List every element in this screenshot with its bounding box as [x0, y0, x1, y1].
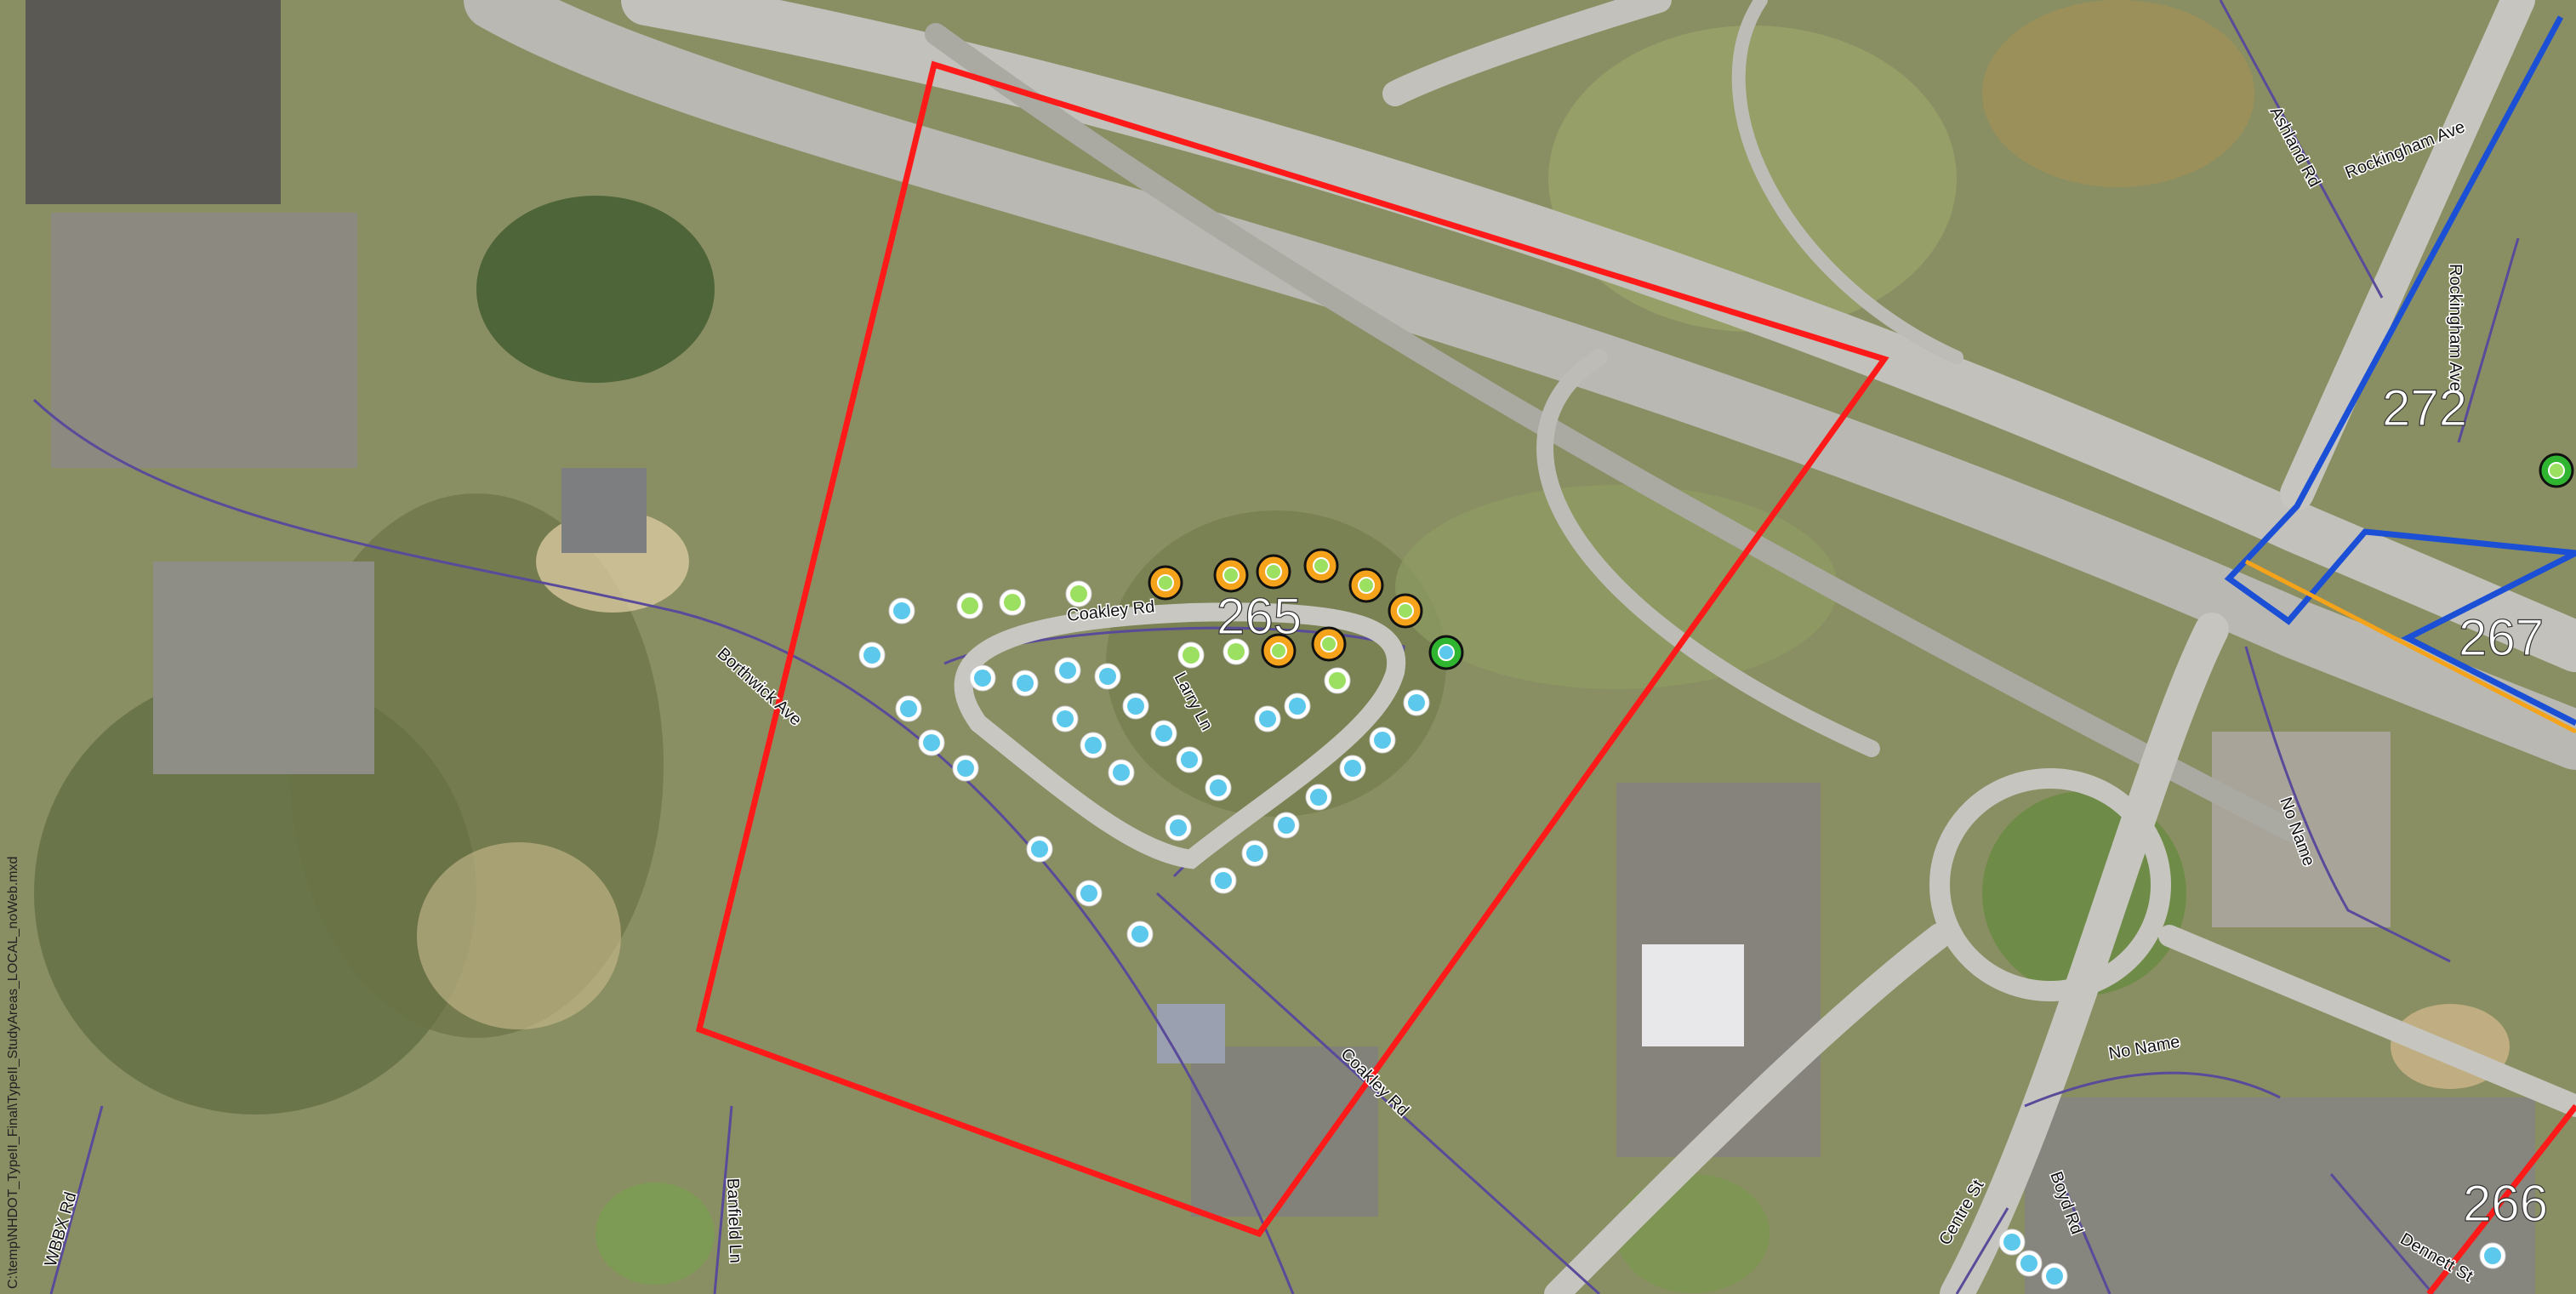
receptor-marker	[1241, 840, 1268, 867]
receptor-marker-ringed	[1428, 635, 1464, 670]
receptor-marker-exceeding	[1311, 626, 1347, 662]
receptor-marker	[1051, 705, 1079, 733]
receptor-marker	[1369, 727, 1396, 754]
receptor-marker	[1222, 638, 1250, 665]
receptor-marker	[1254, 705, 1281, 733]
study-area-272-boundary	[2224, 15, 2576, 625]
study-area-id-265: 265	[1217, 588, 1302, 645]
receptor-marker	[1094, 663, 1121, 690]
receptor-marker	[1339, 755, 1366, 782]
receptor-marker	[2015, 1250, 2043, 1277]
receptor-marker	[1210, 867, 1237, 894]
receptor-marker	[2041, 1263, 2068, 1290]
receptor-marker	[1150, 720, 1177, 747]
highways	[464, 0, 2576, 1294]
receptor-marker	[918, 729, 945, 756]
receptor-markers	[858, 453, 2574, 1290]
map-file-path: C:\temp\NHDOT_TypeII_Final\TypeII_StudyA…	[6, 857, 20, 1289]
receptor-marker	[952, 755, 979, 782]
receptor-marker	[1165, 814, 1192, 841]
study-area-267-boundary	[2401, 550, 2576, 727]
receptor-marker	[999, 589, 1026, 616]
receptor-marker	[956, 592, 983, 619]
receptor-marker	[1324, 667, 1351, 694]
receptor-marker-exceeding	[1261, 633, 1297, 669]
study-area-id-272: 272	[2382, 379, 2467, 436]
receptor-marker	[858, 641, 886, 669]
receptor-marker	[1126, 921, 1154, 948]
receptor-marker-exceeding	[1303, 548, 1339, 584]
study-area-boundaries	[695, 15, 2576, 1294]
receptor-marker-exceeding	[1256, 554, 1291, 590]
receptor-marker	[2479, 1242, 2506, 1269]
receptor-marker	[1205, 774, 1232, 801]
study-area-id-267: 267	[2459, 609, 2544, 666]
receptor-marker-exceeding	[1148, 565, 1183, 601]
study-area-265-boundary	[695, 60, 1889, 1238]
study-area-266-boundary	[2426, 1103, 2576, 1294]
receptor-marker	[1998, 1228, 2026, 1256]
urban-areas	[26, 0, 2535, 1294]
receptor-marker-exceeding	[1213, 557, 1249, 593]
receptor-marker-exceeding	[1388, 593, 1423, 629]
neighborhood-loop	[954, 602, 1406, 869]
receptor-marker	[1080, 732, 1107, 759]
receptor-marker	[1305, 784, 1332, 811]
receptor-marker-ringed	[2539, 453, 2574, 488]
receptor-marker	[1075, 880, 1103, 907]
road-label-banfield-ln: Banfield Ln	[723, 1177, 744, 1263]
receptor-marker-exceeding	[1348, 567, 1384, 603]
receptor-marker	[1177, 641, 1205, 669]
receptor-marker	[1026, 835, 1053, 863]
receptor-marker	[895, 695, 922, 722]
receptor-marker	[1176, 746, 1203, 773]
receptor-marker	[1284, 693, 1311, 720]
receptor-marker	[1012, 670, 1039, 697]
study-area-labels: 265 272 267 266	[1216, 379, 2548, 1232]
receptor-marker	[1065, 580, 1092, 607]
receptor-marker	[888, 597, 915, 624]
receptor-marker	[1108, 759, 1135, 786]
receptor-marker	[969, 664, 996, 692]
road-label-rockingham-ave-2: Rockingham Ave	[2446, 264, 2465, 391]
study-area-id-266: 266	[2463, 1175, 2548, 1232]
receptor-marker	[1054, 657, 1081, 684]
receptor-marker	[1403, 689, 1430, 716]
receptor-marker	[1122, 693, 1149, 720]
receptor-marker	[1273, 812, 1300, 839]
